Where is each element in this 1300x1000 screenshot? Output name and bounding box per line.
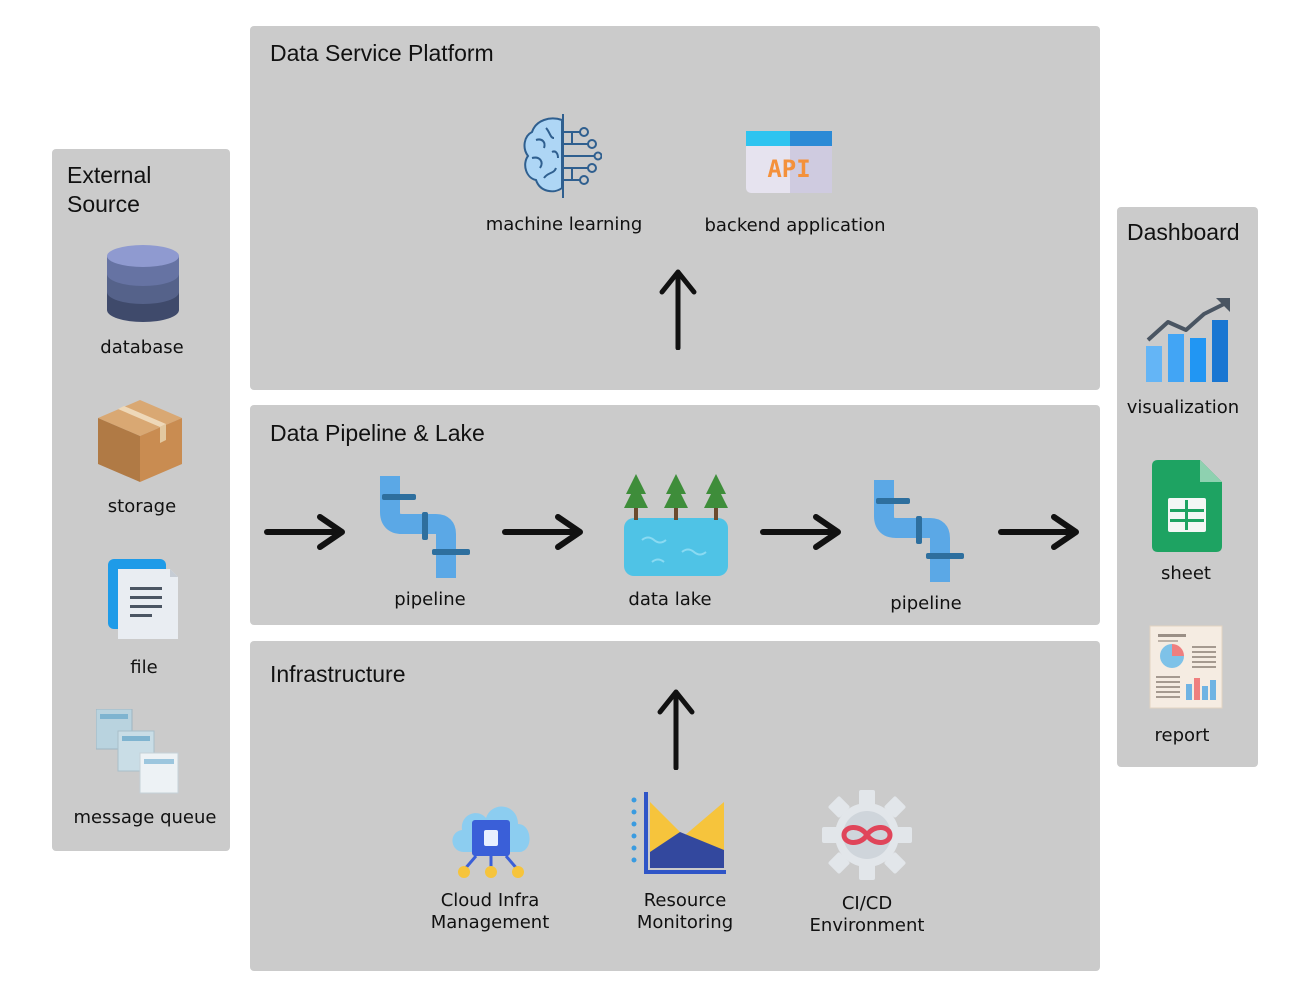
lake-icon — [624, 474, 728, 576]
bar-chart-icon — [1146, 298, 1230, 382]
database-icon — [107, 245, 179, 322]
message-queue-icon — [96, 709, 179, 794]
machine-learning-label: machine learning — [485, 214, 643, 235]
cloud-chip-icon — [452, 806, 530, 878]
up-arrow-infra-to-pipeline — [657, 689, 695, 770]
up-arrow-pipeline-to-service — [659, 269, 697, 350]
sheet-label: sheet — [1161, 563, 1211, 584]
box-icon — [98, 400, 182, 482]
message-queue-label: message queue — [73, 807, 217, 828]
data-pipeline-lake-title: Data Pipeline & Lake — [270, 420, 485, 446]
dashboard-title: Dashboard — [1127, 219, 1240, 245]
gear-infinity-icon — [822, 790, 912, 880]
file-label: file — [130, 657, 158, 678]
data-service-platform-title: Data Service Platform — [270, 40, 494, 66]
visualization-label: visualization — [1126, 397, 1240, 418]
file-icon — [108, 559, 178, 639]
data-lake-label: data lake — [628, 589, 712, 610]
storage-label: storage — [107, 496, 177, 517]
ci-cd-environment-label: CI/CD Environment — [809, 893, 925, 936]
monitoring-icon — [631, 792, 726, 874]
pipeline-1-label: pipeline — [394, 589, 466, 610]
external-source-title: External Source — [67, 162, 152, 217]
data-service-platform-panel: Data Service Platform — [250, 26, 1100, 390]
infrastructure-title: Infrastructure — [270, 661, 406, 687]
right-arrow-3 — [760, 514, 841, 550]
backend-application-label: backend application — [704, 215, 886, 236]
database-label: database — [100, 337, 184, 358]
spreadsheet-icon — [1152, 460, 1222, 552]
brain-icon — [523, 114, 602, 198]
cloud-infra-management-label: Cloud Infra Management — [430, 890, 550, 933]
right-arrow-4 — [998, 514, 1079, 550]
pipe-icon — [380, 476, 470, 578]
right-arrow-2 — [502, 514, 583, 550]
right-arrow-1 — [264, 514, 345, 550]
api-icon: API — [746, 131, 832, 193]
api-icon-text: API — [767, 155, 810, 183]
pipe-icon — [874, 480, 964, 582]
resource-monitoring-label: Resource Monitoring — [636, 890, 734, 933]
pipeline-2-label: pipeline — [890, 593, 962, 614]
report-label: report — [1154, 725, 1210, 746]
report-icon — [1149, 625, 1223, 709]
